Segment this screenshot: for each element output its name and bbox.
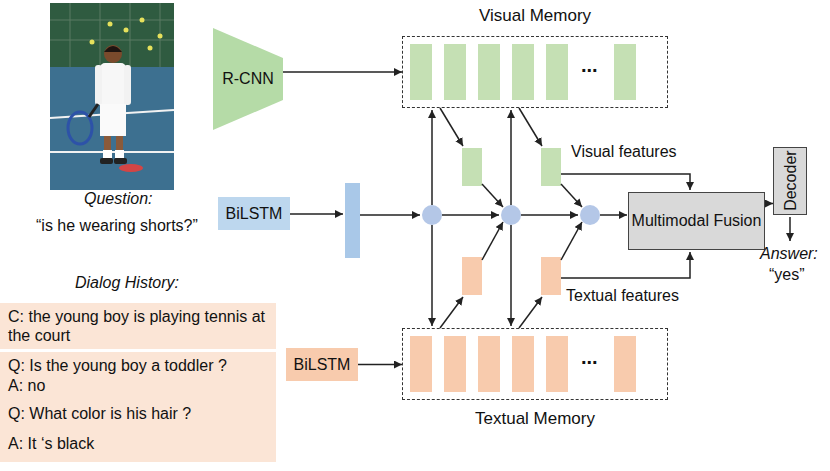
feature-label: Visual features — [571, 142, 677, 161]
photo — [50, 3, 174, 190]
feature-boxes — [345, 148, 561, 295]
answer-heading: Answer: — [760, 244, 818, 263]
node-text: Q: Is the young boy a toddler ? — [8, 356, 227, 375]
answer-text: “yes” — [769, 265, 805, 284]
connector-arrow — [283, 71, 402, 73]
ellipsis: ... — [581, 53, 598, 77]
rcnn-trapezoid: R-CNN — [213, 28, 283, 130]
bilstm-box: BiLSTM — [218, 197, 290, 230]
node-text: BiLSTM — [294, 355, 351, 374]
fusion-box: Multimodal Fusion — [628, 192, 765, 250]
flow-arrows — [290, 108, 790, 328]
node-text: C: the young boy is playing tennis at th… — [8, 307, 268, 345]
textual-memory-box: ...Textual Memory — [402, 328, 668, 400]
attention-circles — [422, 205, 600, 225]
connector-arrow — [358, 364, 402, 366]
ellipsis: ... — [581, 345, 598, 369]
history-box: C: the young boy is playing tennis at th… — [0, 303, 276, 349]
node-text: R-CNN — [222, 69, 274, 88]
bilstm-box: BiLSTM — [286, 348, 358, 381]
memory-title: Textual Memory — [403, 409, 667, 429]
memory-slots — [410, 44, 636, 392]
node-text: BiLSTM — [226, 204, 283, 223]
visual-memory-box: Visual Memory... — [402, 36, 668, 108]
feature-label: Textual features — [566, 286, 679, 305]
node-text: Multimodal Fusion — [632, 211, 762, 230]
history-box: Q: Is the young boy a toddler ?A: no — [0, 352, 276, 399]
decoder-box: Decoder — [773, 147, 807, 215]
memory-title: Visual Memory — [403, 6, 667, 26]
connector-arrow — [765, 203, 773, 205]
node-text: A: It ‘s black — [8, 434, 94, 453]
node-text: A: no — [8, 376, 45, 395]
node-text: Q: What color is his hair ? — [8, 404, 191, 423]
history-box: Q: What color is his hair ? A: It ‘s blac… — [0, 395, 276, 462]
history-heading: Dialog History: — [75, 273, 179, 292]
question-heading: Question: — [84, 189, 152, 208]
question-text: “is he wearing shorts?” — [36, 216, 198, 235]
node-text: Decoder — [780, 151, 799, 211]
